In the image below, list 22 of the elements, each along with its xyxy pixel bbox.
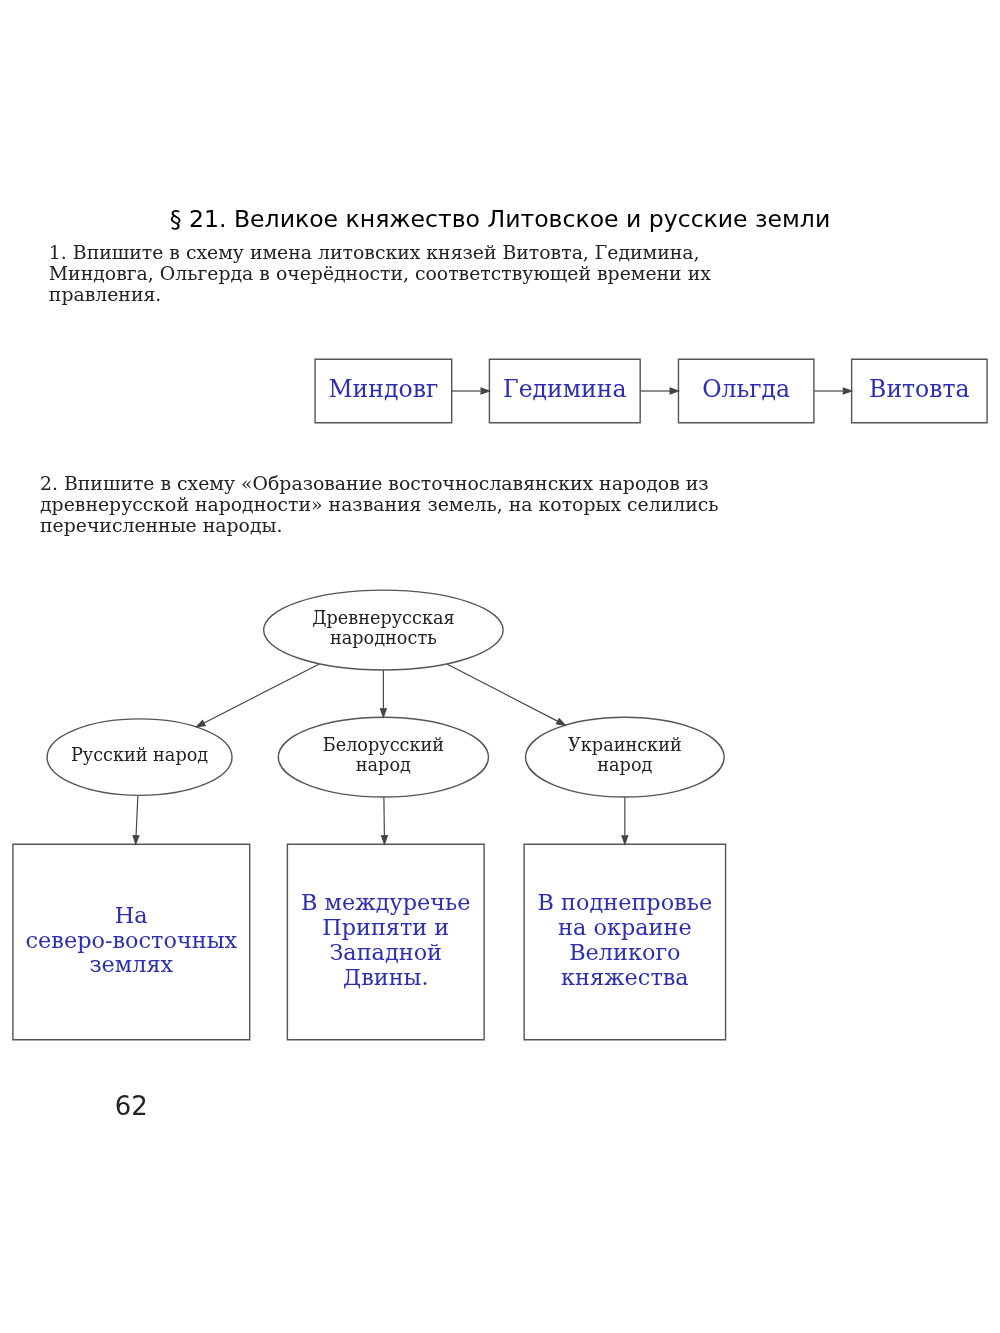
- node-ellipse: Белорусский народ: [277, 716, 490, 798]
- arrow: [813, 387, 854, 395]
- arrow: [380, 796, 389, 846]
- node-box: Гедимина: [488, 358, 641, 424]
- arrow: [194, 663, 320, 728]
- node-box: На северо-восточных землях: [12, 843, 251, 1041]
- node-box: Миндовг: [314, 358, 453, 424]
- node-ellipse: Древнерусская народность: [262, 589, 504, 671]
- label: 1. Впишите в схему имена литовских князей Витовта, Гедимина, Миндовга, Ольгерда в очерёдности, соответствующей времени их правления.: [48, 241, 711, 306]
- arrow: [639, 387, 681, 395]
- arrow: [451, 387, 492, 395]
- label: 2. Впишите в схему «Образование восточнославянских народов из древнерусской народности» названия земель, на которых селились перечисленные народы.: [40, 472, 719, 537]
- node-box: Витовта: [850, 358, 988, 424]
- node-box: В междуречье Припяти и Западной Двины.: [286, 843, 485, 1041]
- label: 62: [114, 1090, 148, 1121]
- arrow: [446, 663, 567, 726]
- node-box: В поднепровье на окраине Великого княжества: [523, 843, 727, 1041]
- arrow: [621, 796, 629, 846]
- node-box: Ольгда: [677, 358, 815, 424]
- diagram-title: § 21. Великое княжество Литовское и русские земли: [169, 205, 831, 234]
- arrow: [379, 669, 388, 719]
- arrow: [132, 795, 140, 846]
